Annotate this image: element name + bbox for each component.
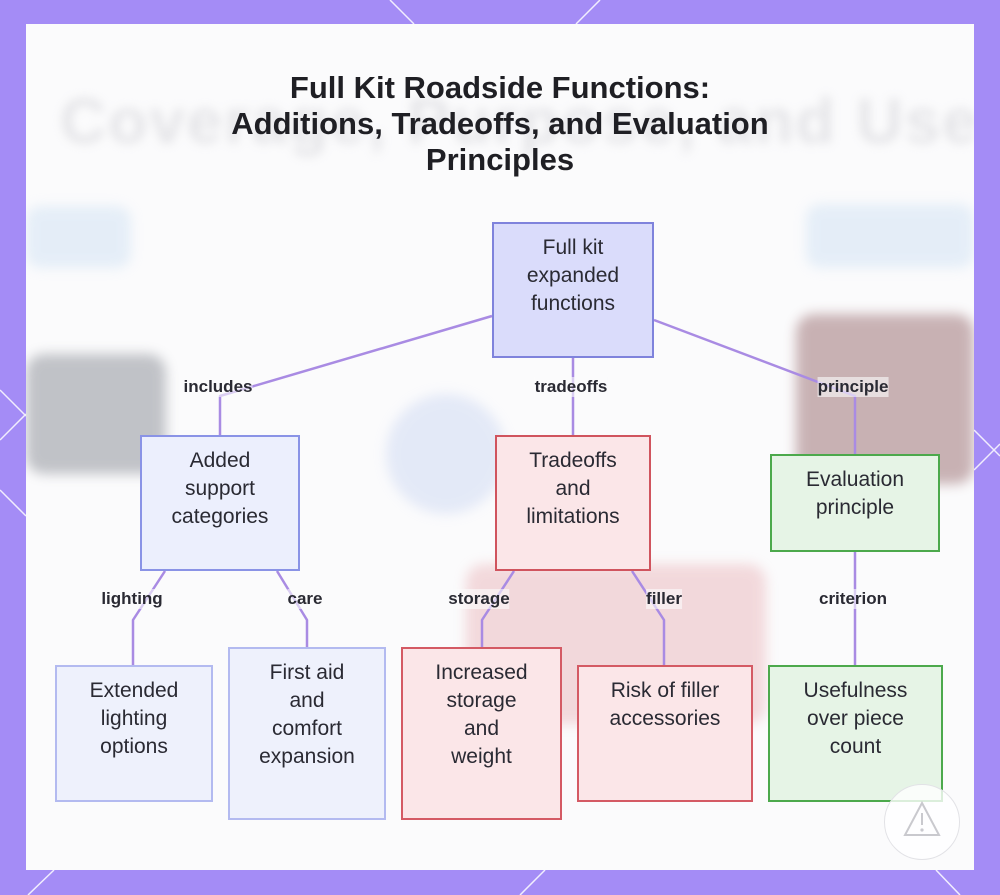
node-storage: Increased storage and weight [401, 647, 562, 820]
node-text-line: Added [189, 449, 251, 472]
node-first-aid: First aid and comfort expansion [228, 647, 386, 820]
title-line: Principles [425, 142, 575, 177]
node-text-line: over piece [807, 707, 904, 730]
backdrop-shape [26, 206, 131, 268]
node-text-line: categories [171, 505, 269, 528]
edge-storage [480, 570, 516, 648]
warning-triangle-icon [903, 800, 941, 836]
node-text-line: Full kit [542, 236, 604, 259]
backdrop-text: Coverage, Purpose, and Use [60, 85, 974, 157]
title-line: Full Kit Roadside Functions: [289, 70, 711, 105]
edge-label-includes: includes [183, 377, 253, 397]
backdrop-shape [386, 394, 506, 514]
edge-filler [630, 570, 666, 666]
edge-label-tradeoffs: tradeoffs [534, 377, 608, 397]
backdrop-shape [806, 204, 974, 268]
node-evaluation: Evaluation principle [770, 454, 940, 552]
edge-label-lighting: lighting [101, 589, 163, 609]
node-text-line: First aid [269, 661, 345, 684]
node-text-line: limitations [526, 505, 620, 528]
node-tradeoffs: Tradeoffs and limitations [495, 435, 651, 571]
node-text-line: and [555, 477, 591, 500]
edge-label-principle: principle [817, 377, 889, 397]
node-lighting: Extended lighting options [55, 665, 213, 802]
edge-care [275, 570, 309, 648]
edge-label-criterion: criterion [818, 589, 888, 609]
node-usefulness: Usefulness over piece count [768, 665, 943, 802]
node-text-line: principle [815, 496, 895, 519]
node-root: Full kit expanded functions [492, 222, 654, 358]
node-added-support: Added support categories [140, 435, 300, 571]
node-text-line: count [829, 735, 882, 758]
node-text-line: lighting [100, 707, 168, 730]
node-text-line: options [100, 735, 168, 758]
edge-label-care: care [287, 589, 323, 609]
node-text-line: expanded [526, 264, 620, 287]
badge-logo [884, 784, 960, 860]
node-text-line: Increased [435, 661, 528, 684]
node-text-line: weight [451, 745, 512, 768]
node-text-line: functions [530, 292, 616, 315]
edge-label-storage: storage [448, 589, 510, 609]
node-text-line: Risk of filler [610, 679, 720, 702]
diagram-title: Full Kit Roadside Functions: Additions, … [180, 70, 820, 178]
node-text-line: storage [446, 689, 517, 712]
title-line: Additions, Tradeoffs, and Evaluation [231, 106, 769, 141]
node-text-line: Evaluation [805, 468, 905, 491]
node-text-line: Usefulness [803, 679, 908, 702]
edge-label-filler: filler [646, 589, 682, 609]
node-text-line: and [289, 689, 325, 712]
node-text-line: Tradeoffs [529, 449, 617, 472]
node-text-line: support [184, 477, 256, 500]
node-text-line: and [463, 717, 500, 740]
node-filler: Risk of filler accessories [577, 665, 753, 802]
edge-includes [218, 314, 493, 436]
node-text-line: accessories [609, 707, 721, 730]
node-text-line: expansion [259, 745, 355, 768]
node-text-line: comfort [271, 717, 342, 740]
node-text-line: Extended [89, 679, 179, 702]
edge-lighting [131, 570, 167, 666]
